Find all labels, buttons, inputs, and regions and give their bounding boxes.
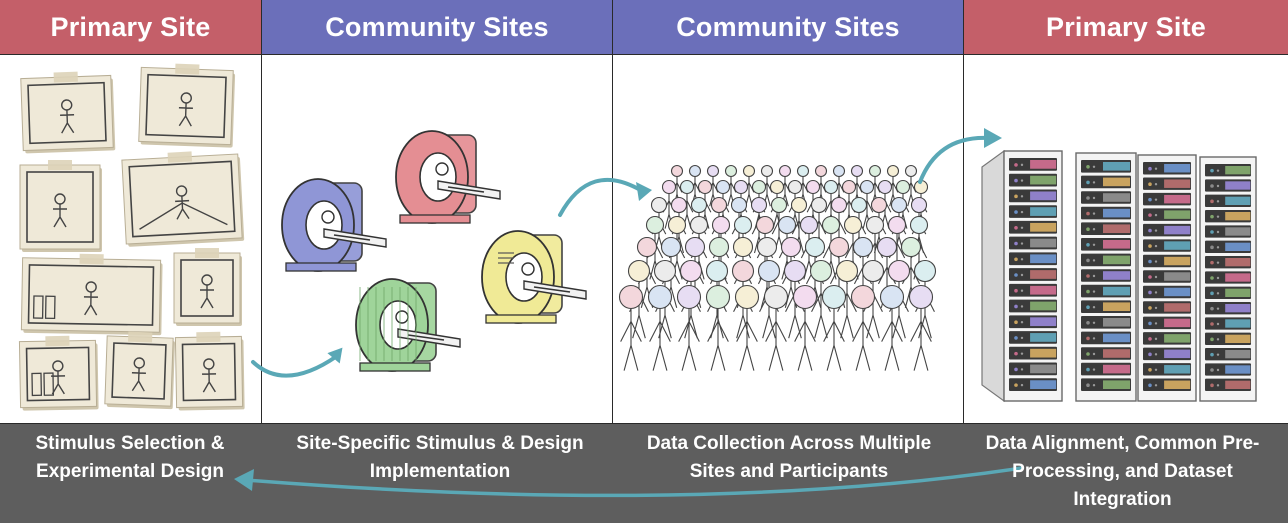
header-label: Community Sites	[325, 11, 549, 42]
panel-site-implementation	[262, 54, 613, 423]
participant-figure	[618, 284, 644, 371]
stimulus-card	[18, 335, 99, 411]
caption-data-collection: Data Collection Across Multiple Sites an…	[646, 433, 932, 482]
header-label: Community Sites	[676, 11, 900, 42]
server-rack-icon	[1199, 156, 1257, 402]
panel-stimulus-selection	[0, 54, 262, 423]
header-community-sites-2: Community Sites	[613, 0, 964, 54]
panel-dataset-integration	[964, 54, 1288, 423]
stimulus-card	[104, 331, 175, 410]
participant-figure	[879, 284, 905, 371]
server-rack-icon	[981, 149, 1257, 403]
server-rack-icon	[1075, 152, 1137, 402]
mri-scanner-icon	[281, 178, 387, 272]
participant-figure	[627, 259, 651, 339]
stimulus-card	[20, 71, 116, 154]
panel-data-collection	[613, 54, 964, 423]
stage-captions-bar: Stimulus Selection & Experimental Design…	[0, 423, 1288, 523]
participant-figure	[804, 236, 826, 308]
participant-figure	[742, 164, 756, 207]
header-label: Primary Site	[1046, 11, 1206, 42]
participant-figure	[835, 259, 859, 339]
participant-figure	[908, 284, 934, 371]
flow-arrow-icon	[918, 128, 1002, 184]
header-primary-site-1: Primary Site	[0, 0, 262, 54]
participant-figure	[913, 259, 937, 339]
stimulus-card	[20, 253, 163, 336]
participant-figure	[792, 284, 818, 371]
participant-figure	[706, 164, 720, 207]
participant-figure	[705, 284, 731, 371]
return-arrow-icon	[234, 466, 1024, 498]
flow-arrow-icon	[251, 347, 343, 378]
header-community-sites-1: Community Sites	[262, 0, 613, 54]
participant-figure	[904, 164, 918, 207]
participant-figure	[886, 164, 900, 207]
header-label: Primary Site	[50, 11, 211, 42]
stimulus-card	[19, 160, 102, 252]
stimulus-card	[174, 331, 245, 411]
participant-figure	[676, 284, 702, 371]
server-rack-icon	[1003, 150, 1063, 402]
stimulus-sketch-cards-icon	[18, 63, 245, 411]
stimulus-card	[138, 63, 236, 148]
participant-figure	[647, 284, 673, 371]
caption-stimulus-selection: Stimulus Selection & Experimental Design	[35, 433, 225, 482]
caption-site-implementation: Site-Specific Stimulus & Design Implemen…	[296, 433, 584, 482]
mri-scanner-icon	[395, 130, 501, 224]
flow-arrow-icon	[558, 177, 652, 217]
participant-figure	[850, 284, 876, 371]
stimulus-card	[121, 151, 245, 247]
participant-crowd-icon	[618, 164, 937, 371]
participant-figure	[821, 284, 847, 371]
mri-scanner-icon	[481, 230, 587, 324]
header-primary-site-2: Primary Site	[964, 0, 1288, 54]
server-rack-icon	[1137, 154, 1197, 402]
caption-dataset-integration: Data Alignment, Common Pre-Processing, a…	[985, 433, 1260, 510]
participant-figure	[783, 259, 807, 339]
mri-scanners-icon	[281, 130, 587, 372]
stimulus-card	[173, 248, 242, 326]
participant-figure	[763, 284, 789, 371]
participant-figure	[734, 284, 760, 371]
participant-figure	[809, 259, 833, 339]
